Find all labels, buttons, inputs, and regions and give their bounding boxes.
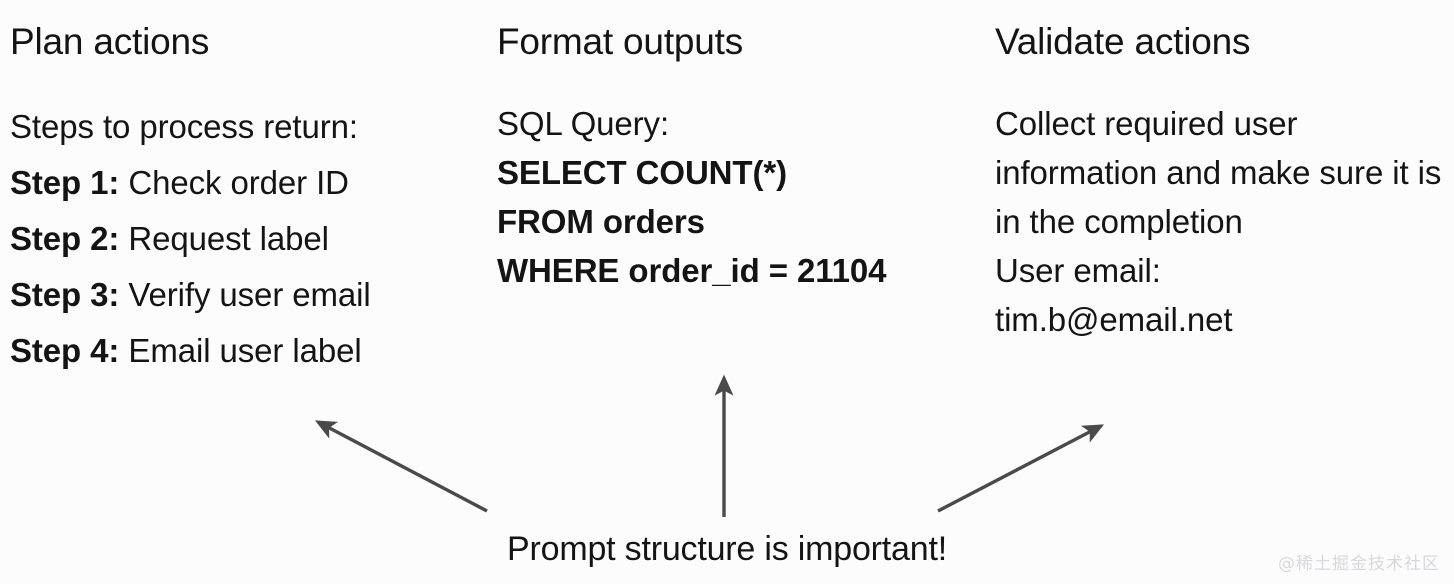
heading-plan-actions: Plan actions	[10, 21, 210, 62]
plan-step-4-label: Step 4:	[10, 332, 120, 369]
validate-actions-body: Collect required user information and ma…	[995, 99, 1454, 344]
watermark: @稀土掘金技术社区	[1278, 554, 1440, 574]
plan-actions-body: Steps to process return: Step 1: Check o…	[10, 99, 480, 379]
sql-line-select: SELECT COUNT(*)	[497, 154, 787, 191]
sql-query-label: SQL Query:	[497, 105, 670, 142]
plan-step-4-text: Email user label	[128, 332, 362, 369]
plan-line-step-3: Step 3: Verify user email	[10, 267, 480, 323]
arrow-to-plan-actions	[314, 420, 488, 513]
user-email-label: User email:	[995, 252, 1161, 289]
caption-prompt-structure: Prompt structure is important!	[507, 530, 947, 568]
plan-step-1-label: Step 1:	[10, 164, 120, 201]
sql-line-where: WHERE order_id = 21104	[497, 252, 887, 289]
arrow-to-validate-actions	[937, 424, 1105, 513]
user-email-value: tim.b@email.net	[995, 301, 1233, 338]
plan-line-step-4: Step 4: Email user label	[10, 323, 480, 379]
plan-line-intro: Steps to process return:	[10, 108, 358, 145]
sql-line-from: FROM orders	[497, 203, 705, 240]
plan-step-3-text: Verify user email	[128, 276, 371, 313]
heading-format-outputs: Format outputs	[497, 21, 744, 62]
plan-step-1-text: Check order ID	[128, 164, 349, 201]
plan-step-2-text: Request label	[128, 220, 329, 257]
heading-validate-actions: Validate actions	[995, 21, 1251, 62]
validate-paragraph: Collect required user information and ma…	[995, 105, 1442, 240]
format-outputs-body: SQL Query: SELECT COUNT(*) FROM orders W…	[497, 99, 977, 295]
plan-line-step-1: Step 1: Check order ID	[10, 155, 480, 211]
plan-step-2-label: Step 2:	[10, 220, 120, 257]
plan-step-3-label: Step 3:	[10, 276, 120, 313]
plan-line-step-2: Step 2: Request label	[10, 211, 480, 267]
